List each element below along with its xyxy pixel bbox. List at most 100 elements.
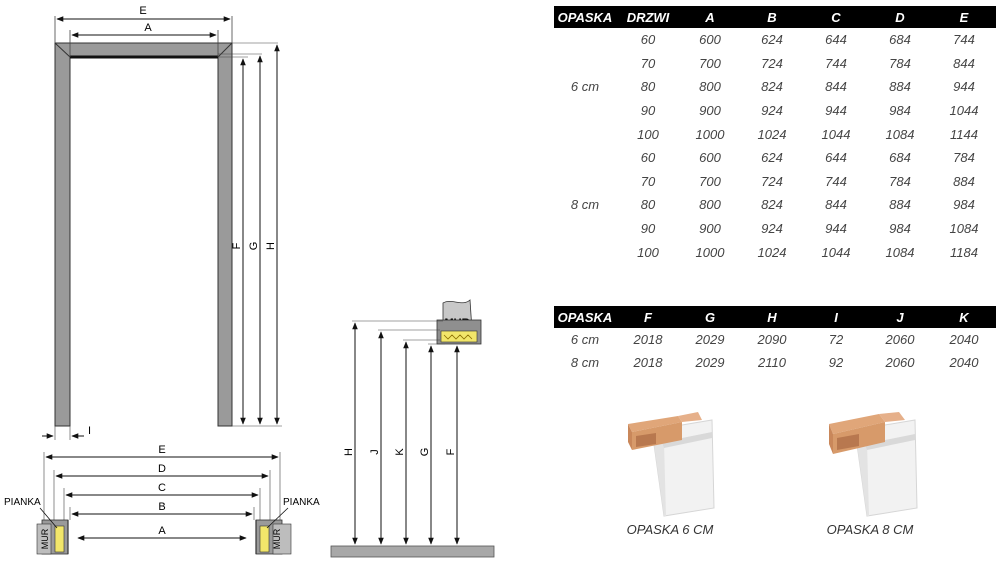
table-cell: 1084	[885, 126, 915, 142]
plan-label-b: B	[158, 501, 165, 513]
table-cell: 884	[889, 197, 911, 213]
table-cell: 824	[761, 197, 783, 213]
plan-label-a: A	[158, 525, 166, 537]
side-view-diagram: MUR H J K G F	[330, 299, 495, 558]
table-cell: 944	[953, 79, 975, 95]
table-row: 100 1000 1024 1044 1084 1144	[554, 122, 996, 146]
table-cell: 72	[828, 332, 844, 347]
dim-i-label: I	[88, 425, 91, 437]
front-view-diagram: E A F G H I	[42, 5, 282, 440]
table-cell: 624	[761, 32, 783, 48]
col-header-h: H	[740, 306, 804, 328]
table-cell: 784	[889, 173, 911, 189]
opaska-group-cell	[554, 146, 616, 170]
table-cell: 900	[699, 103, 721, 119]
col-header-b: B	[740, 6, 804, 28]
table-cell: 1024	[757, 126, 787, 142]
opaska-group-cell	[554, 217, 616, 241]
table-cell: 1044	[949, 103, 979, 119]
table-cell: 700	[699, 55, 721, 71]
table-cell: 90	[640, 103, 656, 119]
table-cell: 2029	[695, 332, 725, 347]
table-cell: 744	[825, 173, 847, 189]
table-cell: 2040	[949, 332, 979, 347]
plan-label-e: E	[158, 444, 165, 456]
frame-outer-trim	[54, 42, 233, 427]
plan-left-jamb: MUR	[36, 519, 69, 555]
side-label-j: J	[369, 449, 381, 455]
dim-a-label: A	[144, 22, 152, 34]
opaska-group-cell	[554, 122, 616, 146]
plan-view-diagram: E D C B A MUR MUR PIANKA PIANKA	[4, 444, 320, 555]
table-cell: 1044	[821, 244, 851, 260]
table-cell: 644	[825, 150, 847, 166]
side-label-h: H	[343, 448, 355, 456]
heights-table: OPASKA F G H I J K 6 cm 2018 2029 2090 7…	[554, 306, 996, 374]
table-cell: 824	[761, 79, 783, 95]
table-cell: 1044	[821, 126, 851, 142]
col-header-k: K	[932, 306, 996, 328]
heights-table-header: OPASKA F G H I J K	[554, 306, 996, 328]
table-cell: 80	[640, 197, 656, 213]
col-header-j: J	[868, 306, 932, 328]
opaska-group-cell	[554, 99, 616, 123]
table-cell: 744	[825, 55, 847, 71]
table-cell: 724	[761, 173, 783, 189]
table-cell: 60	[640, 150, 656, 166]
table-cell: 844	[953, 55, 975, 71]
table-cell: 1184	[950, 244, 978, 260]
table-cell: 800	[699, 197, 721, 213]
table-cell: 784	[953, 150, 975, 166]
plan-label-c: C	[158, 482, 166, 494]
table-cell: 924	[761, 221, 783, 237]
opaska-group-cell	[554, 52, 616, 76]
col-header-g: G	[680, 306, 740, 328]
table-cell: 6 cm	[570, 332, 600, 347]
side-label-g: G	[419, 448, 431, 457]
table-cell: 624	[761, 150, 783, 166]
table-cell: 944	[825, 103, 847, 119]
table-cell: 100	[637, 126, 659, 142]
table-cell: 1000	[695, 126, 725, 142]
plan-label-d: D	[158, 463, 166, 475]
table-cell: 944	[825, 221, 847, 237]
table-cell: 8 cm	[570, 355, 600, 370]
side-label-f: F	[445, 448, 457, 455]
table-cell: 884	[953, 173, 975, 189]
pianka-left-label: PIANKA	[4, 497, 41, 508]
table-row: 100 1000 1024 1044 1084 1184	[554, 240, 996, 264]
table-cell: 984	[889, 103, 911, 119]
col-header-e: E	[932, 6, 996, 28]
table-cell: 1144	[950, 126, 978, 142]
table-cell: 1000	[695, 244, 725, 260]
table-cell: 1024	[757, 244, 787, 260]
table-cell: 984	[889, 221, 911, 237]
col-header-f: F	[616, 306, 680, 328]
table-cell: 90	[640, 221, 656, 237]
opaska-group-cell: 8 cm	[570, 197, 600, 213]
opaska-group-cell	[554, 170, 616, 194]
sizes-table-header: OPASKA DRZWI A B C D E	[554, 6, 996, 28]
col-header-opaska: OPASKA	[554, 6, 616, 28]
table-cell: 684	[889, 32, 911, 48]
dim-g-label: G	[248, 242, 260, 251]
floor-slab	[330, 545, 495, 558]
table-cell: 2110	[758, 355, 786, 370]
table-row: 8 cm 2018 2029 2110 92 2060 2040	[554, 351, 996, 374]
table-cell: 2018	[633, 332, 663, 347]
dim-f-label: F	[231, 242, 243, 249]
table-cell: 92	[828, 355, 844, 370]
table-cell: 844	[825, 79, 847, 95]
table-cell: 1084	[885, 244, 915, 260]
table-cell: 984	[953, 197, 975, 213]
table-cell: 70	[640, 173, 656, 189]
dim-h-label: H	[265, 242, 277, 250]
table-cell: 100	[637, 244, 659, 260]
table-cell: 2040	[949, 355, 979, 370]
